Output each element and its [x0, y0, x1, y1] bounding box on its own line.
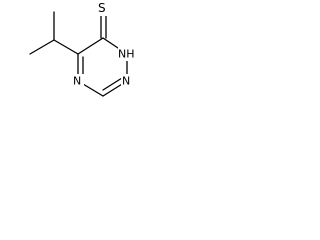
nitrogen-atom-label-right: N [122, 75, 130, 88]
chemical-structure-diagram: S NH N N [29, 1, 144, 97]
bond-c6-c5 [77, 37, 104, 55]
bond-ch-me2 [29, 39, 55, 55]
sulfur-atom-label: S [98, 1, 106, 15]
bond-c3-n2-double [102, 77, 123, 91]
bond-c5-ch [53, 39, 79, 55]
nh-atom-label: NH [118, 48, 135, 61]
atom-labels: S NH N N [72, 1, 144, 88]
nitrogen-atom-label-bottom: N [73, 75, 81, 88]
thione-group [100, 11, 107, 39]
isopropyl-group [29, 11, 79, 55]
